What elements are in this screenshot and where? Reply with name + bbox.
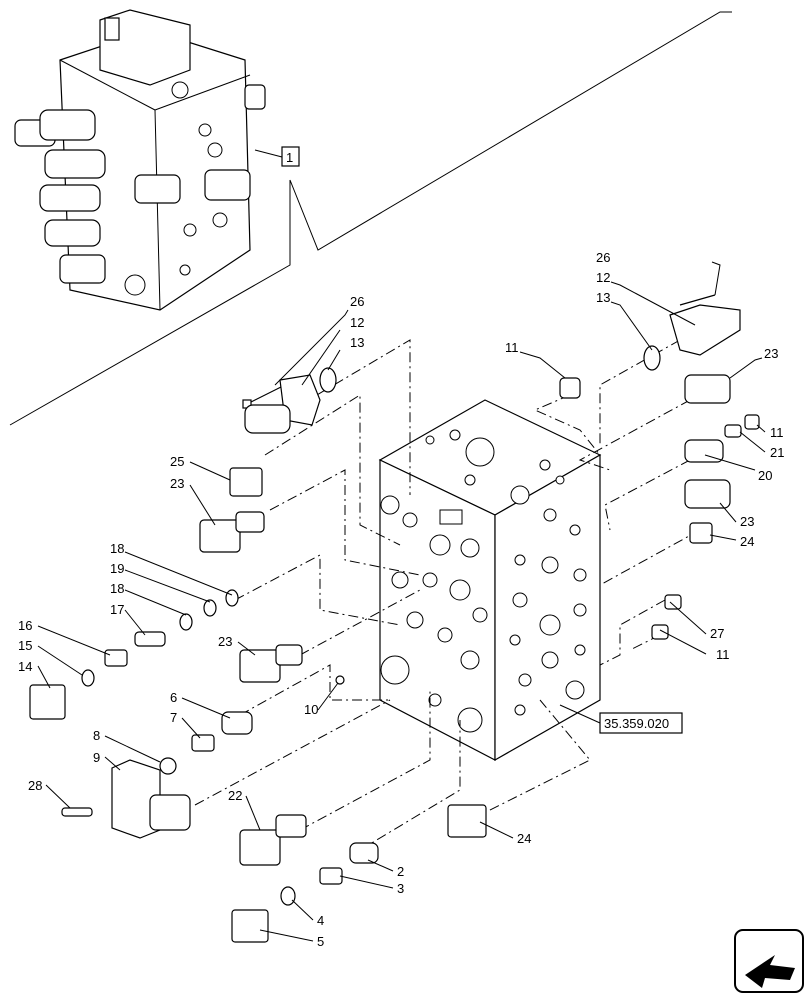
callout-4: 4 (317, 913, 324, 928)
callout-assembly-ref: 1 (286, 150, 293, 165)
callout-22: 22 (228, 788, 242, 803)
next-page-arrow-icon[interactable] (734, 929, 804, 993)
parts (29, 294, 760, 943)
callout-6: 6 (170, 690, 177, 705)
callout-15: 15 (18, 638, 32, 653)
callout-28: 28 (28, 778, 42, 793)
callout-7: 7 (170, 710, 177, 725)
callout-20: 20 (758, 468, 772, 483)
callout-13b: 13 (596, 290, 610, 305)
callout-17: 17 (110, 602, 124, 617)
callout-2: 2 (397, 864, 404, 879)
callout-26a: 26 (350, 294, 364, 309)
callout-8: 8 (93, 728, 100, 743)
callout-25: 25 (170, 454, 184, 469)
valve-block (378, 399, 602, 762)
callout-10: 10 (304, 702, 318, 717)
callout-11c: 11 (716, 647, 730, 662)
callout-23c: 23 (170, 476, 184, 491)
callout-23b: 23 (740, 514, 754, 529)
leader-lines (37, 261, 766, 942)
callout-block-ref: 35.359.020 (604, 716, 669, 731)
callout-24a: 24 (740, 534, 754, 549)
callout-21: 21 (770, 445, 784, 460)
callout-27: 27 (710, 626, 724, 641)
callout-5: 5 (317, 934, 324, 949)
callout-14: 14 (18, 659, 32, 674)
callout-11a: 11 (505, 340, 519, 355)
callout-23a: 23 (764, 346, 778, 361)
callout-12b: 12 (596, 270, 610, 285)
callout-19: 19 (110, 561, 124, 576)
callout-18b: 18 (110, 581, 124, 596)
callout-18a: 18 (110, 541, 124, 556)
callout-3: 3 (397, 881, 404, 896)
callout-labels: 26 12 13 11 26 12 13 23 11 21 20 23 24 2… (18, 250, 784, 949)
callout-12a: 12 (350, 315, 364, 330)
valve-assembly-thumbnail (14, 9, 266, 311)
assembly-lines (194, 339, 701, 851)
callout-26b: 26 (596, 250, 610, 265)
callout-16: 16 (18, 618, 32, 633)
callout-13a: 13 (350, 335, 364, 350)
callout-23d: 23 (218, 634, 232, 649)
section-divider (9, 11, 732, 426)
callout-11b: 11 (770, 425, 784, 440)
callout-9: 9 (93, 750, 100, 765)
callout-24b: 24 (517, 831, 531, 846)
